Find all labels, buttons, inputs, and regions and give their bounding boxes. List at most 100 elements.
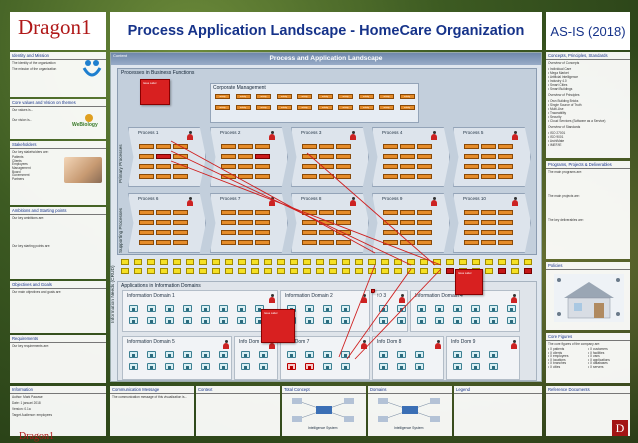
information-domain: Information Domain 1 [122, 290, 278, 332]
application-icon [241, 363, 250, 370]
applications-area: Applications in Information Domains Info… [117, 281, 537, 381]
communication-message: The communication message of this visual… [112, 395, 188, 399]
information-need [134, 259, 142, 265]
person-body [269, 200, 275, 206]
application-icon [305, 351, 314, 358]
information-need [485, 268, 493, 274]
person-body [511, 297, 517, 303]
information-need [407, 268, 415, 274]
process-object: activity [338, 94, 353, 99]
information-need [420, 268, 428, 274]
information-need [472, 259, 480, 265]
application-icon [183, 317, 192, 324]
process-object [221, 240, 236, 245]
information-need [420, 259, 428, 265]
concepts-list: • Individual Care• Mega Market• Artifici… [546, 66, 630, 92]
application-icon [417, 317, 426, 324]
process-object: activity [256, 105, 271, 110]
process-object [464, 154, 479, 159]
legend-panel: Legend [454, 386, 542, 436]
domain-label: Info Dom 7 [285, 339, 310, 345]
application-icon [379, 351, 388, 358]
total-concept-panel: Total Concept Intelligence System [282, 386, 366, 436]
application-icon [183, 363, 192, 370]
process-object [498, 164, 513, 169]
process-owner-icon [431, 131, 437, 140]
process-label: Process 2 [220, 130, 241, 135]
process-object [221, 220, 236, 225]
list-item: • X vans [588, 354, 600, 359]
application-icon [201, 317, 210, 324]
person-body [361, 297, 367, 303]
person-body [399, 297, 405, 303]
process-object [173, 210, 188, 215]
process-object [498, 240, 513, 245]
application-icon [183, 305, 192, 312]
domain-owner-icon [269, 294, 275, 303]
core-figures-title: Core Figures [546, 333, 630, 341]
webiology-logo: WeBiology [72, 122, 98, 128]
process-object: activity [256, 94, 271, 99]
core-figures-columns: • X patients• X clients• X employees• X … [546, 347, 630, 370]
applications-area-label: Applications in Information Domains [121, 283, 201, 289]
information-need [407, 259, 415, 265]
diagram-title: Process and Application Landscape [111, 53, 541, 65]
application-icon [219, 363, 228, 370]
list-item: • X patients [548, 347, 565, 351]
person-head [436, 340, 440, 343]
process-object [221, 144, 236, 149]
process-object [417, 210, 432, 215]
concepts-subtitle: Overview of Concepts [548, 61, 580, 65]
application-icon [147, 317, 156, 324]
information-need [160, 259, 168, 265]
domains-title: Domains [368, 386, 452, 394]
stakeholder-photo [64, 157, 102, 183]
information-need [212, 268, 220, 274]
identity-line: The identity of the organization [12, 61, 56, 65]
process-object [383, 210, 398, 215]
application-icon [341, 363, 350, 370]
process-object [319, 164, 334, 169]
application-icon [219, 305, 228, 312]
information-need [524, 259, 532, 265]
information-need [498, 259, 506, 265]
application-icon [435, 305, 444, 312]
domain-label: Info Dom 6 [239, 339, 264, 345]
list-item: • Artificial Intelligence [548, 75, 578, 79]
application-icon [201, 351, 210, 358]
information-need [511, 259, 519, 265]
information-need [342, 259, 350, 265]
application-icon [471, 363, 480, 370]
domain-label: Info Dom 9 [451, 339, 476, 345]
core-figures-intro: The core figures of the company are: [548, 342, 601, 346]
application-icon [453, 351, 462, 358]
crud-connection-lines [170, 140, 442, 360]
person-head [513, 197, 517, 200]
process-object [156, 144, 171, 149]
application-icon [259, 363, 268, 370]
requirements-panel: Requirements Our key requirements are: [10, 335, 106, 383]
process-object [156, 220, 171, 225]
application-icon [379, 363, 388, 370]
process-object [255, 164, 270, 169]
information-need [316, 259, 324, 265]
information-need [355, 268, 363, 274]
process-object [173, 240, 188, 245]
process-object [302, 164, 317, 169]
list-item: • X applications [588, 357, 610, 362]
issue-label: Issue Label [264, 312, 278, 315]
process-label: Process 10 [463, 196, 486, 201]
information-need [511, 268, 519, 274]
identity-title: Identity and Mission [10, 52, 106, 60]
information-need [381, 268, 389, 274]
process-object [255, 174, 270, 179]
process-object [139, 220, 154, 225]
processes-area-label: Processes in Business Functions [121, 70, 195, 76]
information-need [173, 268, 181, 274]
process-object [319, 240, 334, 245]
info-date: Date: 1 januari 2018 [12, 401, 41, 405]
list-item: • IMEF/IE [548, 143, 562, 147]
list-item: • Mega Market [548, 71, 569, 75]
process-object [302, 144, 317, 149]
